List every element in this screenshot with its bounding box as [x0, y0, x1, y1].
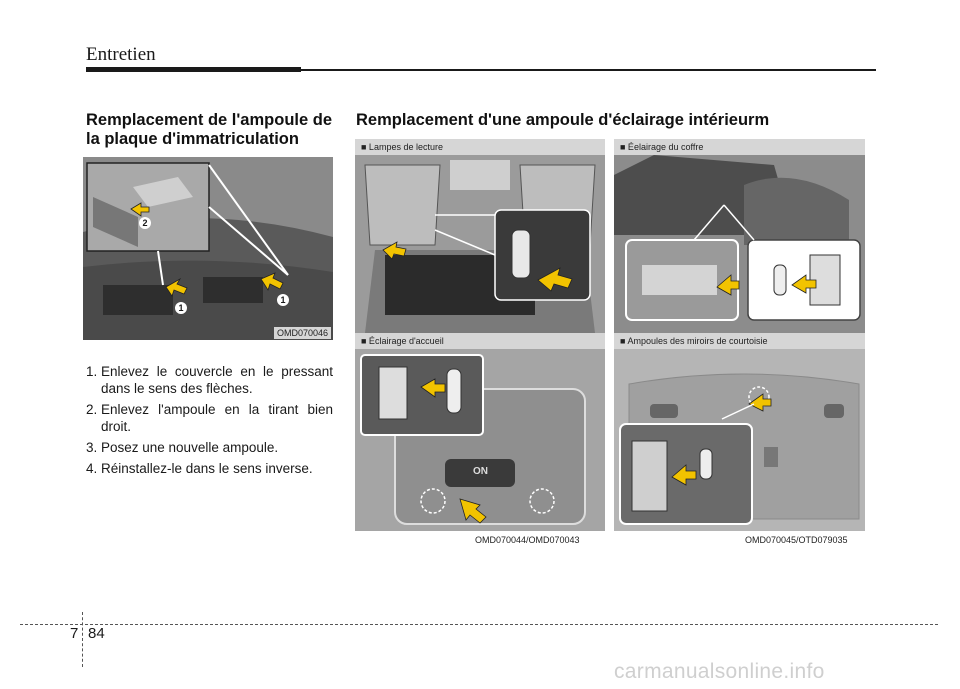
- footer-dashed-rule: [20, 624, 938, 625]
- callout-1-left: 1: [175, 302, 187, 314]
- license-plate-photo: 1 2 1 OMD070046: [83, 157, 333, 340]
- panel-label: ■ Éelairage du coffre: [614, 139, 865, 155]
- step-item: 3.Posez une nouvelle ampoule.: [86, 440, 279, 455]
- switch-label: ON: [473, 466, 488, 477]
- panel-vanity-mirror: ■ Ampoules des miroirs de courtoisie: [614, 333, 865, 531]
- heading-interior-lamp: Remplacement d'une ampoule d'éclairage i…: [356, 111, 770, 129]
- figure-code-right-1: OMD070044/OMD070043: [475, 535, 580, 545]
- step-item: 2.Enlevez l'ampoule en la tirant bien dr…: [86, 402, 333, 434]
- step-item: 1.Enlevez le couvercle en le pressant da…: [86, 364, 333, 396]
- license-plate-illustration: [83, 157, 333, 340]
- panel-label: ■ Éclairage d'accueil: [355, 333, 605, 349]
- page-number: 84: [88, 625, 105, 642]
- callout-1-right: 1: [277, 294, 289, 306]
- panel-label: ■ Lampes de lecture: [355, 139, 605, 155]
- footer-vertical-dash: [82, 612, 83, 667]
- panel-label: ■ Ampoules des miroirs de courtoisie: [614, 333, 865, 349]
- section-title: Entretien: [86, 44, 156, 65]
- callout-2: 2: [139, 217, 151, 229]
- chapter-number: 7: [70, 625, 79, 642]
- reading-lamps-illustration: [355, 155, 605, 333]
- courtesy-light-illustration: [355, 349, 605, 531]
- trunk-light-illustration: [614, 155, 865, 333]
- vanity-mirror-illustration: [614, 349, 865, 531]
- panel-reading-lamps: ■ Lampes de lecture: [355, 139, 605, 333]
- watermark: carmanualsonline.info: [614, 660, 825, 683]
- figure-code-right-2: OMD070045/OTD079035: [745, 535, 848, 545]
- header-rule-thin: [301, 69, 876, 71]
- figure-code-left: OMD070046: [273, 327, 331, 339]
- step-item: 4.Réinstallez-le dans le sens inverse.: [86, 461, 313, 476]
- heading-license-plate: Remplacement de l'ampoule de la plaque d…: [86, 111, 332, 148]
- panel-trunk-light: ■ Éelairage du coffre: [614, 139, 865, 333]
- panel-courtesy-light: ON ■ Éclairage d'accueil: [355, 333, 605, 531]
- header-rule-thick: [86, 67, 301, 72]
- steps-list: 1.Enlevez le couvercle en le pressant da…: [86, 363, 333, 481]
